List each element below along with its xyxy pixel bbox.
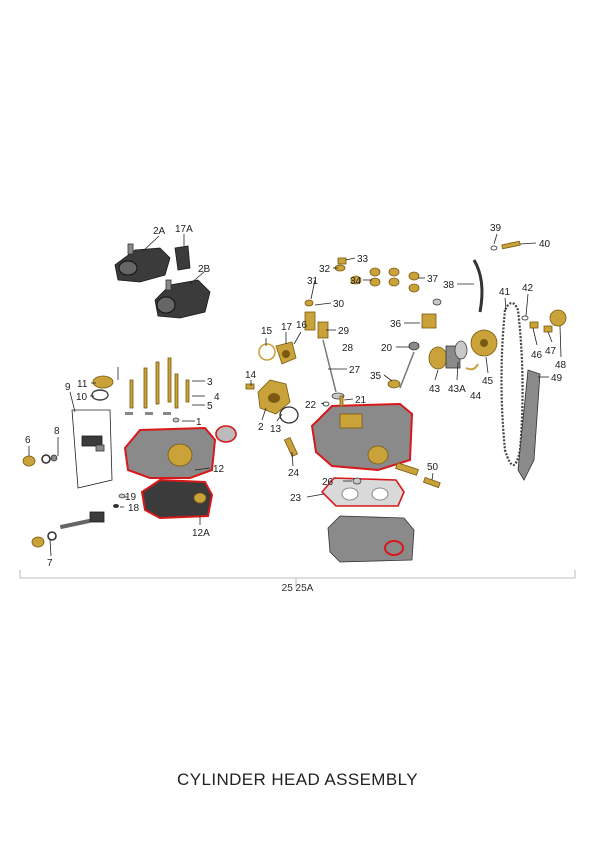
callout-20: 20: [381, 343, 393, 354]
callout-16: 16: [296, 320, 308, 331]
callout-50: 50: [427, 462, 439, 473]
callout-17a: 17A: [175, 224, 193, 235]
callout-10: 10: [76, 392, 88, 403]
cylinder-25a: [327, 515, 415, 563]
callout-48: 48: [555, 360, 567, 371]
tensioner-46-48: [521, 309, 567, 333]
callout-35: 35: [370, 371, 382, 382]
spark-plug-24: [283, 437, 299, 457]
callout-13: 13: [270, 424, 282, 435]
callout-14: 14: [245, 370, 257, 381]
callout-32: 32: [319, 264, 331, 275]
callout-5: 5: [207, 401, 213, 412]
small-parts-1-5: [113, 417, 180, 508]
callout-40: 40: [539, 239, 551, 250]
callout-36: 36: [390, 319, 402, 330]
washer-8: [41, 454, 58, 464]
adapter-17: [258, 341, 297, 365]
callout-labels: 2A 17A 2B 11 9 10 3 4 5 1 6 8 12 19 18 1…: [25, 223, 567, 569]
callout-8: 8: [54, 426, 60, 437]
intake-manifold-2b: [154, 279, 211, 319]
head-gasket-23: [320, 477, 405, 507]
callout-44: 44: [470, 391, 482, 402]
callout-33: 33: [357, 254, 369, 265]
callout-46: 46: [531, 350, 543, 361]
callout-31: 31: [307, 276, 319, 287]
callout-3: 3: [207, 377, 213, 388]
callout-2: 2: [258, 422, 264, 433]
page-title: CYLINDER HEAD ASSEMBLY: [177, 770, 418, 789]
callout-9: 9: [65, 382, 71, 393]
callout-28: 28: [342, 343, 354, 354]
leader-lines: [28, 233, 562, 557]
callout-2a: 2A: [153, 226, 166, 237]
callout-17: 17: [281, 322, 293, 333]
callout-26: 26: [322, 477, 334, 488]
bolt-40: [490, 240, 521, 251]
callout-23: 23: [290, 493, 302, 504]
callout-12: 12: [213, 464, 225, 475]
cam-sprocket-45: [470, 329, 498, 357]
callout-49: 49: [551, 373, 563, 384]
callout-15: 15: [261, 326, 273, 337]
rocker-parts: [334, 257, 420, 293]
callout-45: 45: [482, 376, 494, 387]
callout-24: 24: [288, 468, 300, 479]
tensioner-plug-7: [31, 511, 105, 548]
callout-47: 47: [545, 346, 557, 357]
callout-4: 4: [214, 392, 220, 403]
callout-27: 27: [349, 365, 361, 376]
stud-21: [339, 395, 344, 407]
assembly-reference-label: 25 25A: [281, 583, 314, 594]
chain-guide-49: [517, 369, 541, 481]
callout-1: 1: [196, 417, 202, 428]
cover-12a: [140, 478, 214, 520]
callout-37: 37: [427, 274, 439, 285]
intake-spacer-17a: [174, 245, 191, 271]
callout-34: 34: [350, 276, 362, 287]
cylinder-head-25: [310, 402, 419, 476]
chain-guide-38: [472, 259, 484, 313]
adapter-2: [245, 379, 299, 424]
callout-22: 22: [305, 400, 317, 411]
callout-7: 7: [47, 558, 53, 569]
callout-42: 42: [522, 283, 534, 294]
timing-chain-41: [500, 301, 524, 467]
callout-41: 41: [499, 287, 511, 298]
callout-30: 30: [333, 299, 345, 310]
callout-39: 39: [490, 223, 502, 234]
clip-44: [465, 363, 479, 371]
intake-manifold-2a: [114, 243, 171, 283]
callout-6: 6: [25, 435, 31, 446]
callout-21: 21: [355, 395, 367, 406]
detail-frame-9: [71, 409, 113, 489]
callout-12a: 12A: [192, 528, 210, 539]
camshaft-43: [428, 340, 468, 370]
bolt-50: [422, 476, 441, 489]
oring-10: [91, 389, 109, 401]
callout-11: 11: [77, 379, 88, 390]
exploded-view-diagram: 2A 17A 2B 11 9 10 3 4 5 1 6 8 12 19 18 1…: [19, 223, 576, 588]
callout-29: 29: [338, 326, 350, 337]
callout-2b: 2B: [198, 264, 211, 275]
exhaust-valve-stack: [387, 298, 442, 389]
oil-filler-cap-11: [92, 375, 114, 389]
callout-18: 18: [128, 503, 140, 514]
cover-bolts: [125, 357, 190, 415]
valve-spring-stack: [304, 299, 345, 400]
callout-43a: 43A: [448, 384, 466, 395]
plug-6: [22, 455, 36, 467]
callout-43: 43: [429, 384, 441, 395]
valve-cover-12: [123, 425, 237, 479]
dowel-26: [352, 477, 362, 485]
callout-19: 19: [125, 492, 137, 503]
assembly-frame-line: [19, 570, 576, 579]
callout-38: 38: [443, 280, 455, 291]
